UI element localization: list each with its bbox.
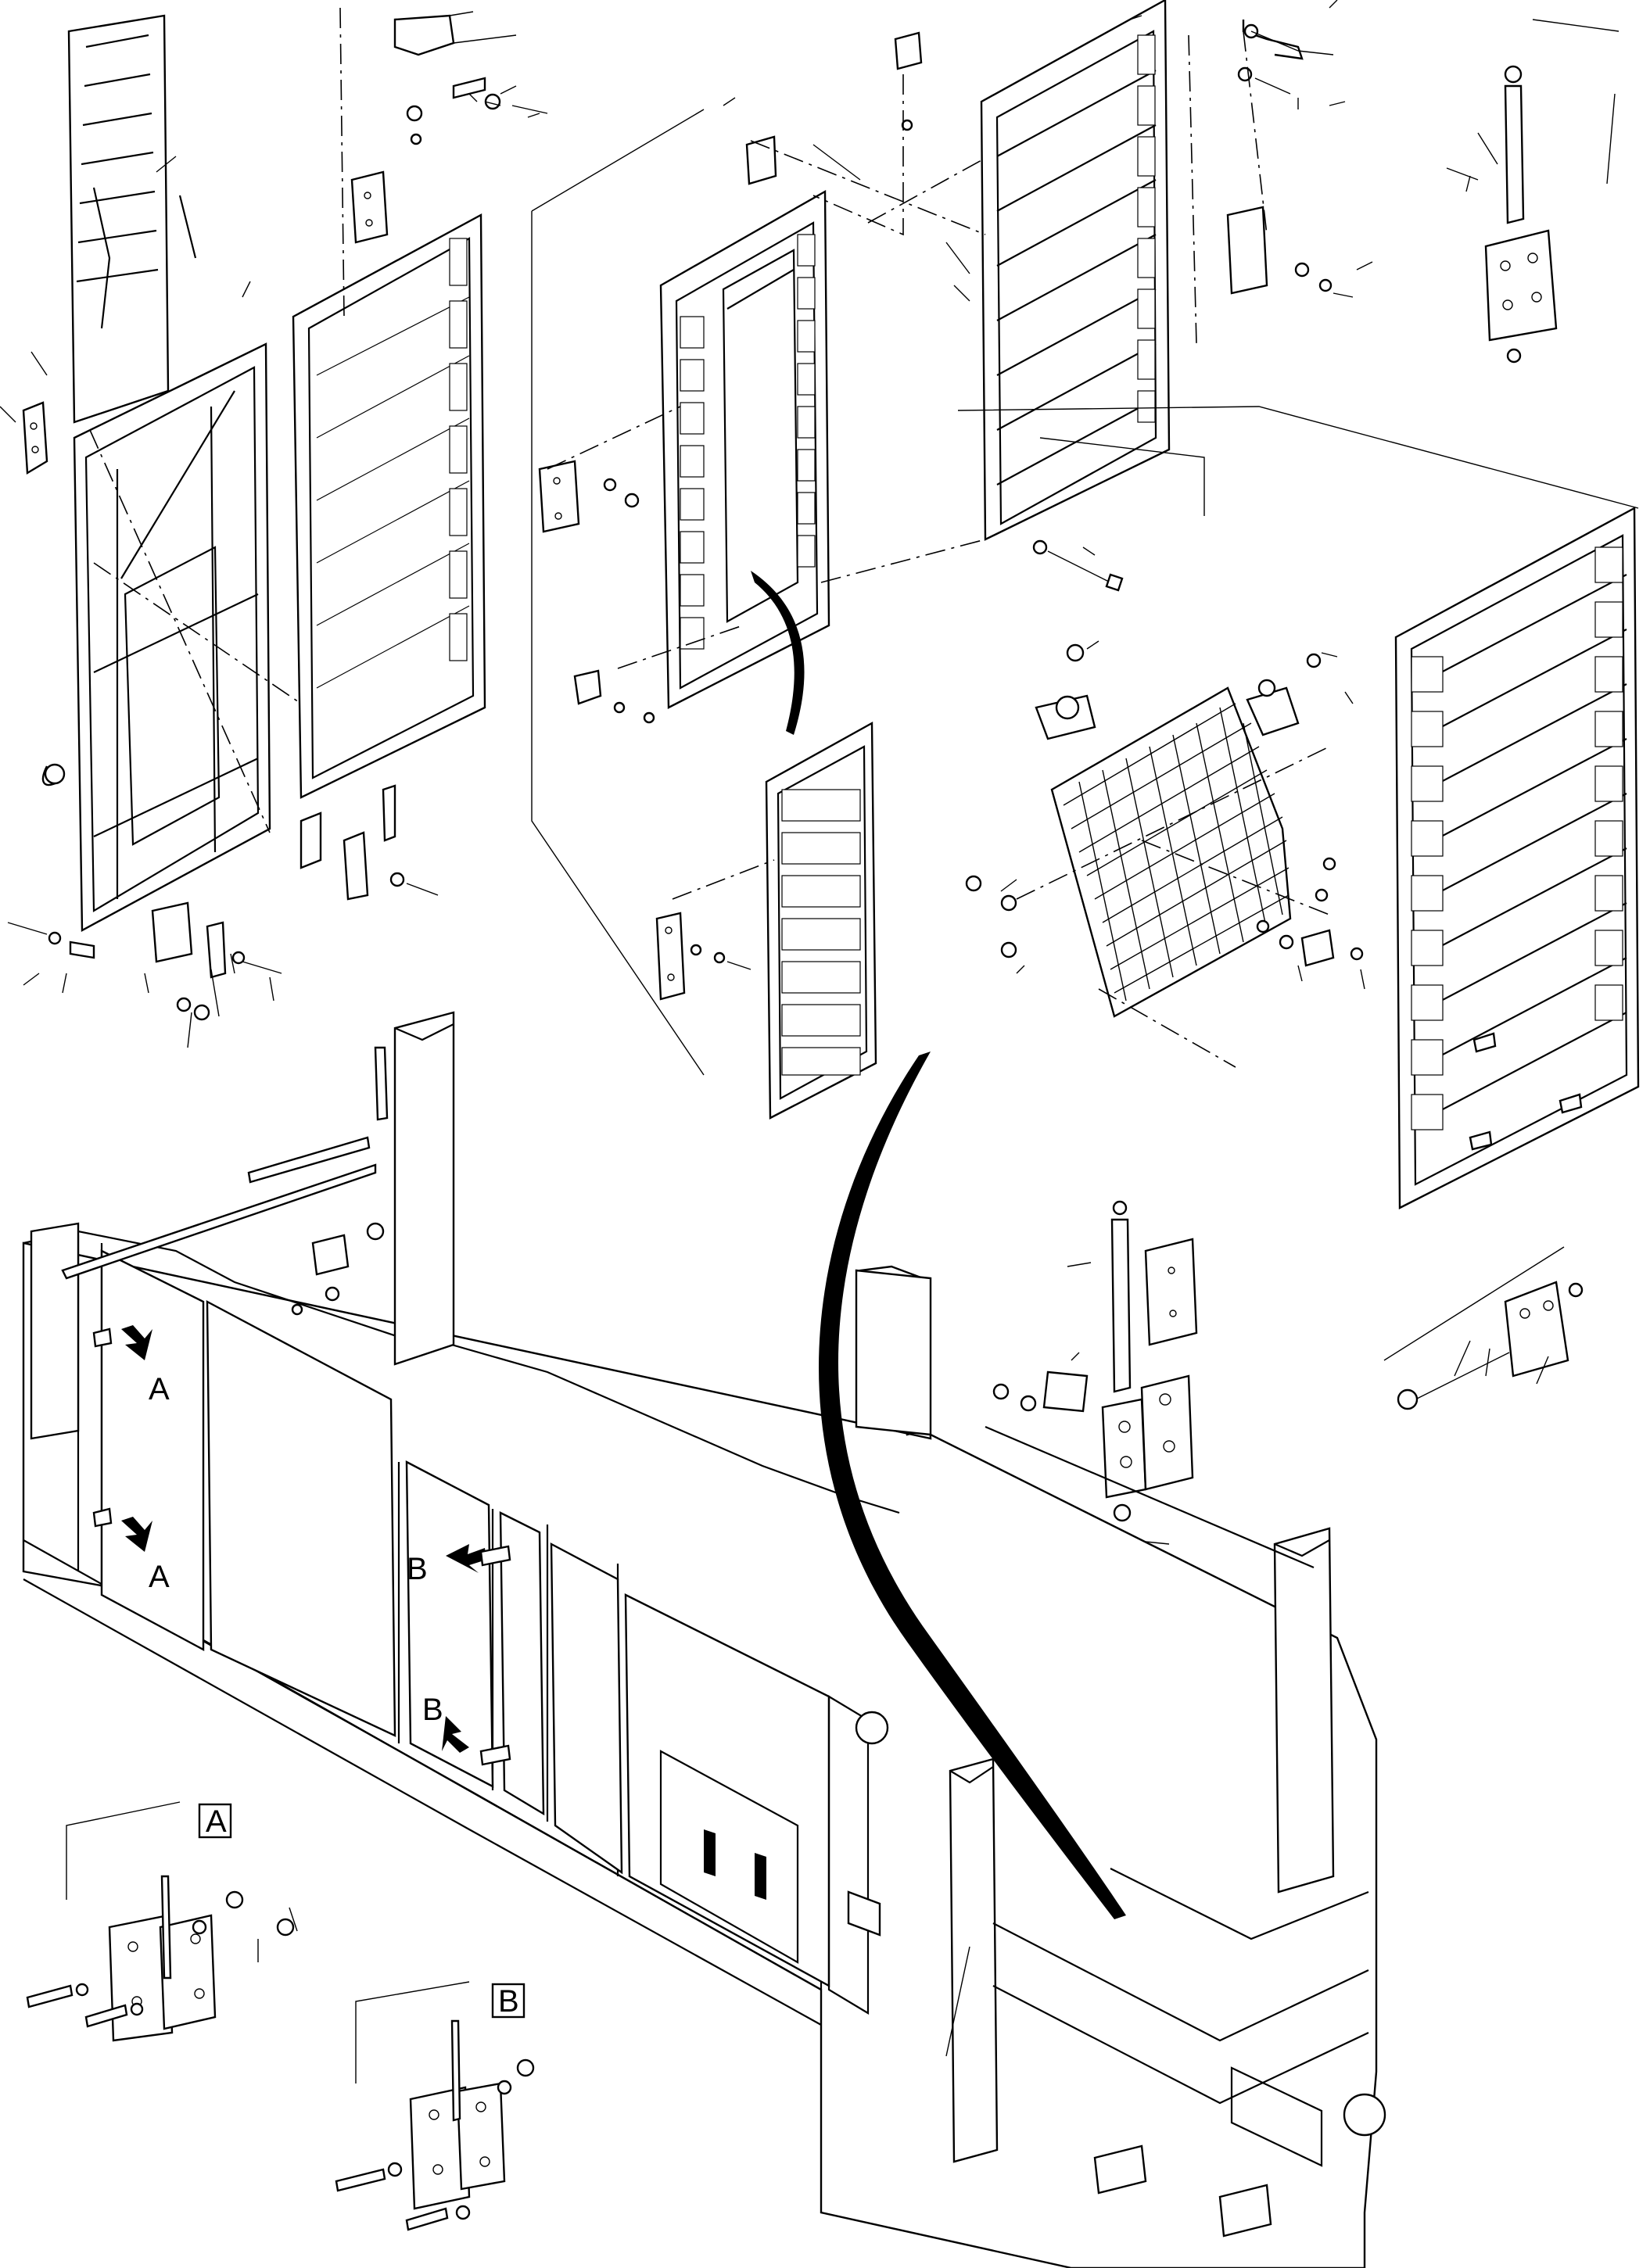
detail-b-label-box — [491, 1983, 525, 2019]
alignment-lines — [89, 7, 1330, 2057]
vent-louvers-center-small — [781, 789, 861, 1076]
detail-b-hinge: B — [335, 1981, 535, 2231]
mesh-pattern — [1063, 703, 1290, 1001]
hinge-pin-assembly-top-right — [1446, 19, 1620, 364]
vent-louvers-left — [449, 238, 468, 661]
center-frame-door — [538, 135, 830, 724]
callout-a-lower: A — [149, 1560, 170, 1594]
frame-callouts: A A B B — [92, 1325, 511, 1766]
upper-deck-plates — [100, 1249, 830, 1988]
ladder-bracket-hardware — [7, 901, 282, 1048]
center-vent-panel — [655, 721, 877, 1120]
base-frame — [22, 1230, 1378, 2268]
ladder-assembly — [22, 14, 271, 932]
top-right-door — [894, 0, 1334, 592]
support-rod-assembly — [61, 1046, 389, 1316]
left-door-panel — [292, 170, 486, 901]
base-frame-cross-members — [992, 1868, 1386, 2238]
right-large-panel — [957, 406, 1640, 1209]
detail-b-label: B — [498, 1984, 519, 2019]
assembly-arrows — [751, 571, 1126, 1919]
vent-louvers-right-large-left — [1411, 656, 1444, 1130]
vent-louvers-top-right — [1137, 34, 1156, 423]
leader-ticks — [0, 0, 1373, 990]
callout-b-upper: B — [407, 1552, 428, 1586]
callout-b-lower: B — [422, 1693, 443, 1727]
mesh-grille-screen — [965, 643, 1364, 1018]
detail-a-label: A — [206, 1804, 227, 1839]
vent-louvers-right-large-right — [1594, 546, 1623, 1021]
base-frame-posts — [30, 1011, 1335, 2163]
top-bracket-hardware — [393, 11, 548, 145]
detail-a-hinge: A — [26, 1801, 298, 2042]
hinge-assembly-right-mid — [992, 1200, 1198, 1545]
vent-louvers-center-left — [680, 316, 705, 650]
callout-a-upper: A — [149, 1372, 170, 1406]
vent-louvers-center-right — [797, 234, 816, 568]
hinge-assembly-right-side — [1383, 1246, 1584, 1410]
detail-a-label-box — [198, 1803, 232, 1839]
